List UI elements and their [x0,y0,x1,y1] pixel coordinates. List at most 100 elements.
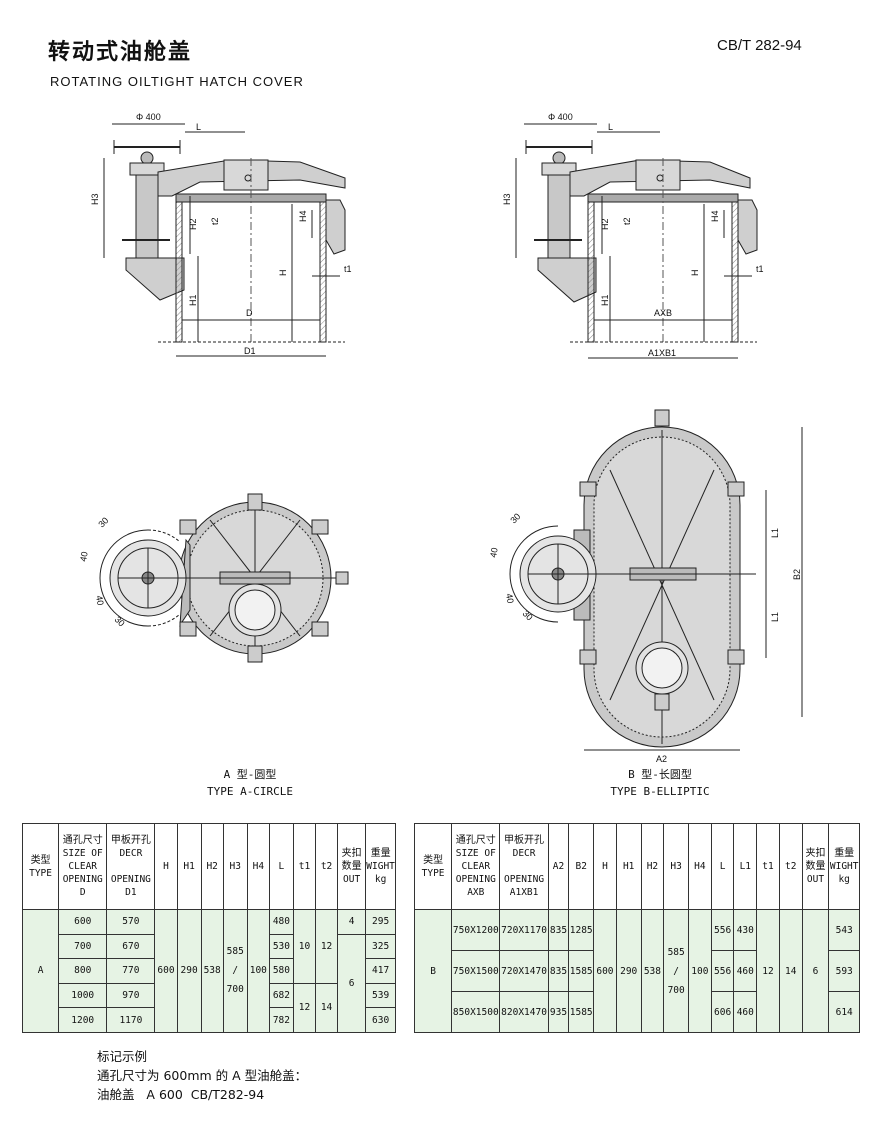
dim-H1-b: H1 [600,294,610,306]
cell-B2: 1285 [568,909,595,951]
cell-t1: 12 [292,982,317,1033]
cell-A2: 835 [547,909,570,951]
cell-type: B [413,909,453,1033]
cell-L: 782 [268,1007,294,1033]
note-line-3: 油舱盖 A 600 CB/T282-94 [97,1087,265,1102]
dim-H-a: H [278,270,288,277]
dim-H2-a: H2 [188,218,198,230]
col-H1: H1 [176,823,202,910]
table-row: 800 770 580 417 [23,958,396,984]
cell-t2: 14 [315,982,339,1033]
dim-H1-a: H1 [188,294,198,306]
cell-D: 700 [58,933,108,960]
col-H4: H4 [688,823,712,910]
dim-L1-top-b: L1 [770,528,780,538]
cell-B2: 1585 [568,950,595,992]
cell-H1: 290 [615,909,642,1033]
table-row: A 600 570 600 290 538 585/700 100 480 10… [21,909,396,1033]
angle-30-top-a: 30 [96,515,110,529]
marking-example-note: 标记示例 通孔尺寸为 600mm 的 A 型油舱盖： 油舱盖 A 600 CB/… [97,1047,307,1104]
col-L1: L1 [733,823,758,910]
cell-type: A [21,909,60,1033]
dim-H3-b: H3 [502,193,512,205]
col-A2: A2 [547,823,570,910]
col-H2: H2 [640,823,665,910]
dim-AXB-b: AXB [654,308,672,318]
side-view-b [515,123,758,359]
dim-t2-b: t2 [622,217,632,225]
note-line-2: 通孔尺寸为 600mm 的 A 型油舱盖： [97,1068,308,1083]
dim-t2-a: t2 [210,217,220,225]
angle-30-bot-b: 30 [521,608,535,622]
angle-40-bot-a: 40 [94,595,106,607]
table-row: 700 670 530 6 325 [23,933,396,1033]
cell-weight: 325 [365,933,396,960]
plan-view-a [99,493,349,663]
cell-D1: 770 [106,958,156,984]
cell-L1: 460 [733,950,758,992]
dim-A1XB1-b: A1XB1 [648,348,676,358]
cell-L: 606 [710,991,735,1033]
col-L: L [710,823,735,910]
cell-t1: 10 [292,909,317,984]
dim-H4-b: H4 [710,210,720,222]
cell-H: 600 [593,909,617,1033]
note-line-1: 标记示例 [97,1049,148,1064]
cell-H4: 100 [688,909,712,1033]
col-H: H [593,823,617,910]
cell-H: 600 [154,909,178,1033]
table-row: 750X1500 720X1470 835 1585 556 460 593 [415,950,860,992]
dim-D-a: D [246,308,253,318]
cell-D1: 970 [106,982,156,1009]
table-row: 850X1500 820X1470 935 1585 606 460 614 [415,991,860,1033]
angle-40-top-b: 40 [488,547,500,559]
dim-H2-b: H2 [600,218,610,230]
cell-H3: 585/700 [663,909,690,1033]
caption-type-b-en: TYPE B-ELLIPTIC [610,785,710,798]
cell-D1: 670 [106,933,156,960]
dim-t1-b: t1 [756,264,764,274]
angle-30-bot-a: 30 [113,614,127,628]
dim-H4-a: H4 [298,210,308,222]
angle-30-top-b: 30 [508,511,522,525]
col-H1: H1 [615,823,642,910]
caption-type-a-en: TYPE A-CIRCLE [206,785,294,798]
cell-D: 600 [58,909,108,935]
col-B2: B2 [568,823,595,910]
cell-A1XB1: 820X1470 [499,991,549,1033]
cell-D1: 570 [106,909,156,935]
cell-t2: 12 [315,909,339,984]
caption-type-b-cn: B 型-长圆型 [628,768,692,781]
side-view-a [103,123,346,357]
cell-clip: 4 [337,909,367,935]
page-title-en: ROTATING OILTIGHT HATCH COVER [50,74,304,89]
dim-B2-b: B2 [792,569,802,580]
col-H3: H3 [222,823,248,910]
caption-type-b: B 型-长圆型 TYPE B-ELLIPTIC [560,766,760,800]
cell-H3: 585/700 [222,909,248,1033]
col-t2: t2 [315,823,339,910]
cell-weight: 593 [828,950,860,992]
cell-L: 556 [710,950,735,992]
cell-H2: 538 [640,909,665,1033]
cell-L: 556 [710,909,735,951]
cell-t2: 14 [778,909,803,1033]
cell-D: 800 [58,958,108,984]
cell-weight: 539 [365,982,396,1009]
cell-clip: 6 [801,909,830,1033]
col-H2: H2 [200,823,224,910]
standard-code: CB/T 282-94 [717,37,802,54]
cell-weight: 295 [365,909,396,935]
cell-L: 480 [268,909,294,935]
col-t1: t1 [756,823,780,910]
